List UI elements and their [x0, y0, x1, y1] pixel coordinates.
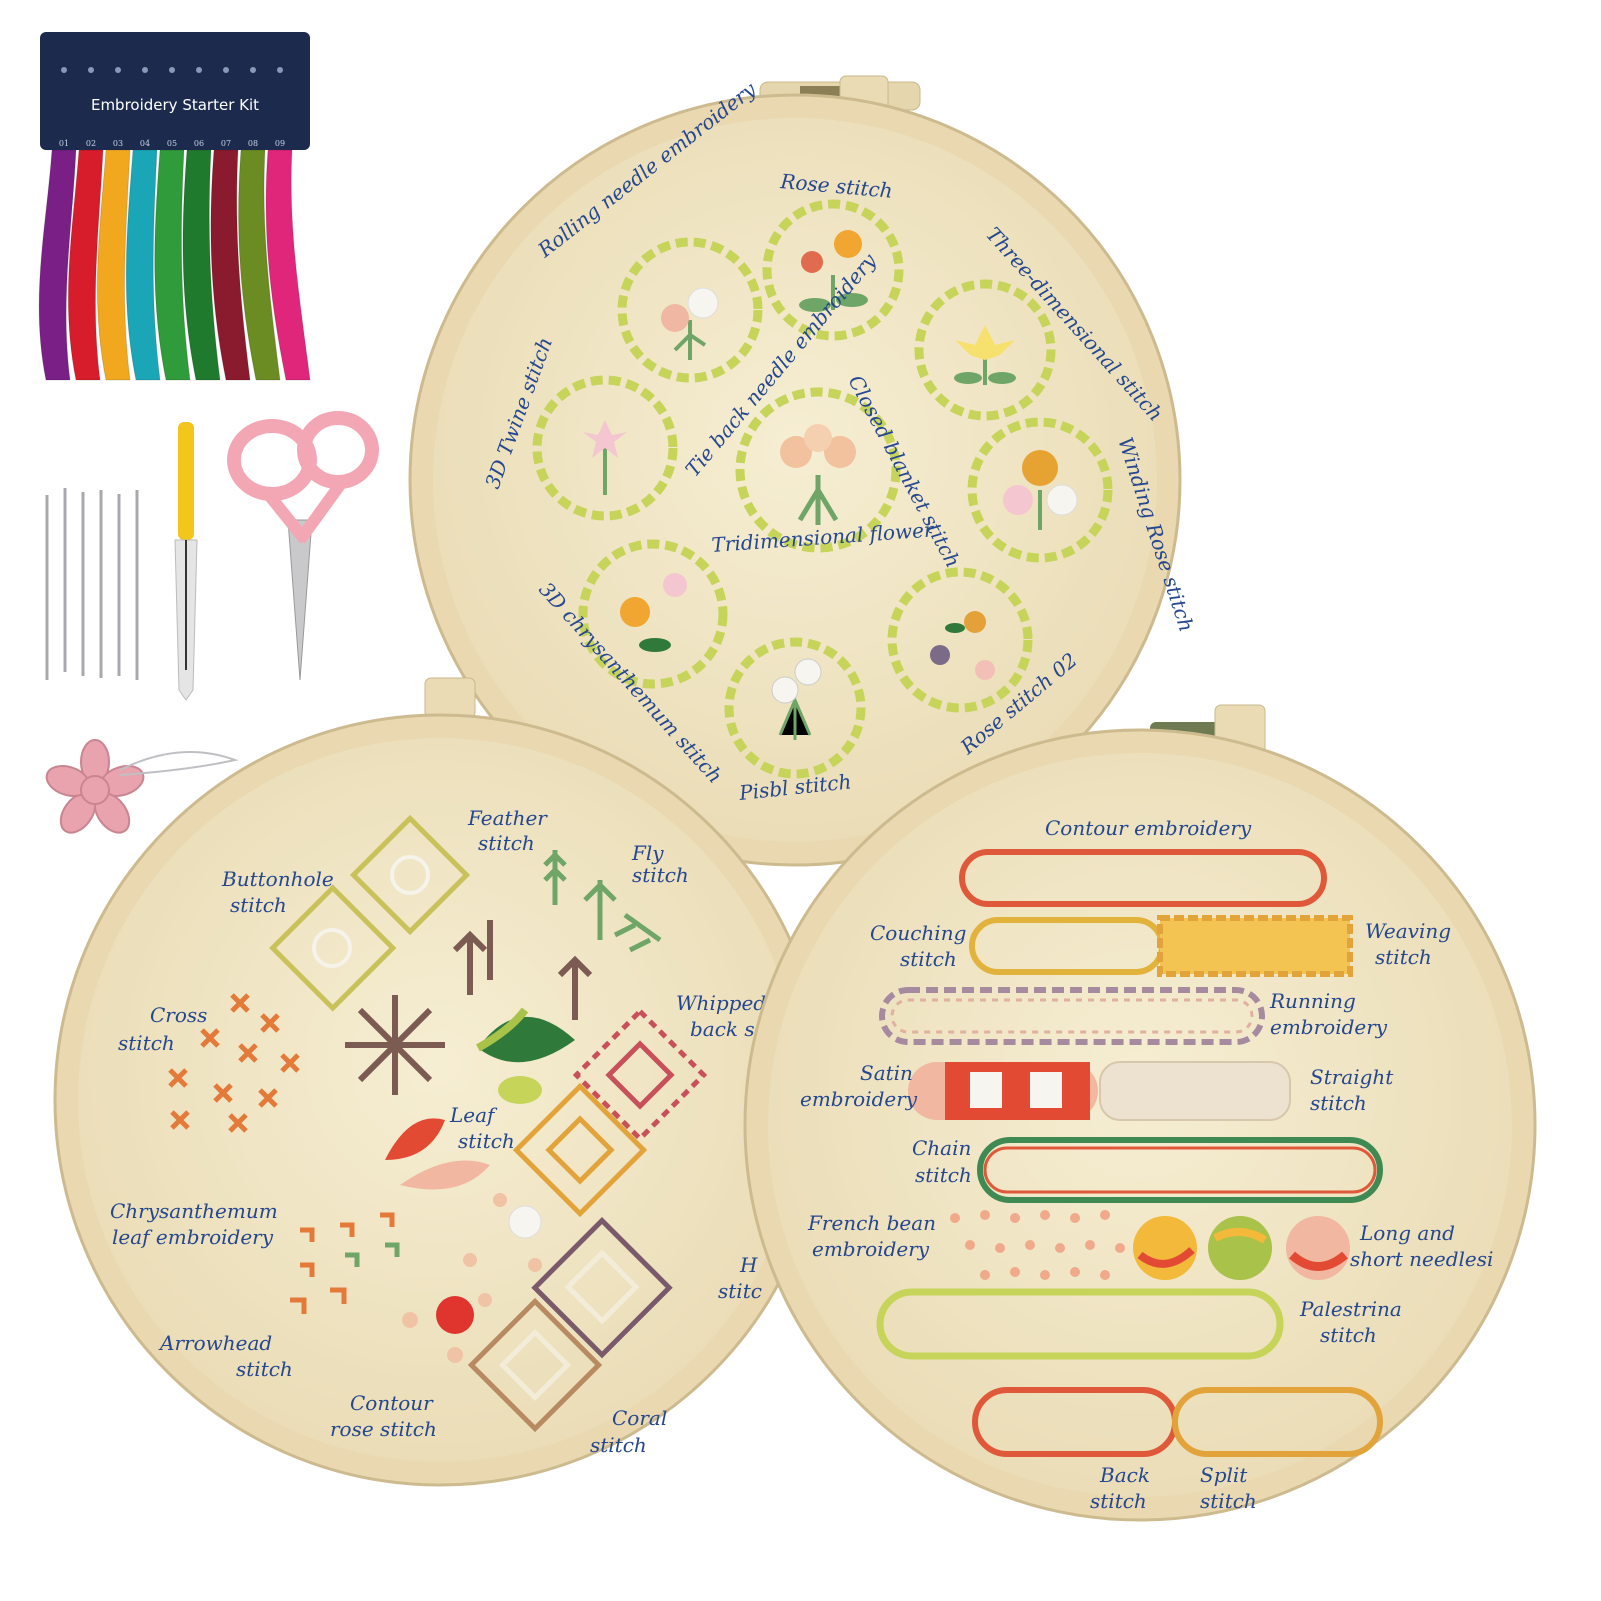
- threader-wire: [119, 751, 239, 776]
- label-straight-2: stitch: [1310, 1091, 1367, 1115]
- label-weaving-1: Weaving: [1365, 919, 1451, 943]
- thread-skein: [96, 149, 131, 381]
- label-back-1: Back: [1099, 1463, 1150, 1487]
- thread-skein: [154, 149, 191, 381]
- seam-ripper: [174, 422, 198, 701]
- skein-number: 07: [221, 139, 231, 148]
- thread-skein: [182, 149, 221, 381]
- label-arrow-1: Arrowhead: [158, 1331, 272, 1355]
- card-hole: [115, 67, 121, 73]
- label-chain-2: stitch: [915, 1163, 972, 1187]
- label-fly-2: stitch: [632, 863, 689, 887]
- skein-number: 05: [167, 139, 177, 148]
- skein-number: 03: [113, 139, 123, 148]
- label-leaf-1: Leaf: [449, 1103, 498, 1127]
- label-couching-2: stitch: [900, 947, 957, 971]
- thread-skein: [238, 149, 281, 381]
- label-arrow-2: stitch: [236, 1357, 293, 1381]
- card-hole: [196, 67, 202, 73]
- label-split-2: stitch: [1200, 1489, 1257, 1513]
- thread-skein: [210, 149, 251, 381]
- skein-number: 06: [194, 139, 204, 148]
- hoop-top-flower-rings: [532, 199, 1113, 779]
- label-contour-1: Contour: [350, 1391, 434, 1415]
- skein-number: 01: [59, 139, 69, 148]
- skein-number: 09: [275, 139, 285, 148]
- label-chrys-1: Chrysanthemum: [110, 1199, 278, 1223]
- label-chrys-2: leaf embroidery: [112, 1225, 274, 1249]
- skein-number: 04: [140, 139, 150, 148]
- hoop-right-long-short-circles: [1133, 1216, 1350, 1280]
- card-holes: [61, 67, 283, 73]
- hoop-right: Contour embroidery Couching stitch Weavi…: [743, 704, 1537, 1522]
- label-cross-1: Cross: [150, 1003, 207, 1027]
- label-feather-1: Feather: [467, 806, 548, 830]
- label-french-2: embroidery: [812, 1237, 930, 1261]
- hoop-left: Feather stitch Fly stitch Buttonhole sti…: [53, 677, 827, 1487]
- label-split-1: Split: [1200, 1463, 1248, 1487]
- card-hole: [250, 67, 256, 73]
- thread-skein: [265, 149, 311, 381]
- skein-number: 08: [248, 139, 258, 148]
- label-long-1: Long and: [1359, 1221, 1455, 1245]
- label-whipped-2: back s: [690, 1017, 755, 1041]
- label-chain-1: Chain: [912, 1136, 971, 1160]
- label-running-1: Running: [1269, 989, 1356, 1013]
- label-buttonhole-1: Buttonhole: [221, 867, 334, 891]
- label-back-2: stitch: [1090, 1489, 1147, 1513]
- card-hole: [61, 67, 67, 73]
- hoop-left-screw: [424, 677, 476, 719]
- scissors: [227, 411, 379, 681]
- hoop-right-stitch-bars: [876, 849, 1383, 1457]
- hoop-top: Rolling needle embroidery Rose stitch Th…: [408, 75, 1199, 867]
- label-couching-1: Couching: [870, 921, 966, 945]
- label-feather-2: stitch: [478, 831, 535, 855]
- label-leaf-2: stitch: [458, 1129, 515, 1153]
- label-coral-1: Coral: [612, 1406, 667, 1430]
- skein-number: 02: [86, 139, 96, 148]
- skein-numbers: 01 02 03 04 05 06 07 08 09: [59, 139, 285, 148]
- label-palestrina-2: stitch: [1320, 1323, 1377, 1347]
- label-h-2: stitc: [718, 1279, 762, 1303]
- needle-threader: [45, 739, 239, 834]
- card-hole: [142, 67, 148, 73]
- label-palestrina-1: Palestrina: [1299, 1297, 1402, 1321]
- card-hole: [88, 67, 94, 73]
- card-hole: [169, 67, 175, 73]
- label-contour: Contour embroidery: [1045, 816, 1252, 840]
- hoop-top-fabric: [433, 118, 1157, 842]
- thread-skein: [38, 149, 77, 381]
- hoop-left-fabric: [78, 738, 802, 1462]
- label-cross-2: stitch: [118, 1031, 175, 1055]
- label-h-1: H: [739, 1253, 758, 1277]
- label-contour-2: rose stitch: [330, 1417, 437, 1441]
- label-whipped-1: Whipped: [676, 991, 766, 1015]
- thread-skein: [67, 149, 104, 381]
- kit-card: [40, 32, 310, 150]
- label-buttonhole-2: stitch: [230, 893, 287, 917]
- label-satin-2: embroidery: [800, 1087, 918, 1111]
- hoop-top-flowers: [583, 230, 1078, 740]
- label-weaving-2: stitch: [1375, 945, 1432, 969]
- hoop-right-french-knots: [950, 1210, 1125, 1280]
- card-hole: [277, 67, 283, 73]
- label-straight-1: Straight: [1310, 1065, 1394, 1089]
- scissors-blades: [287, 519, 313, 681]
- thread-skeins: [38, 149, 311, 381]
- label-coral-2: stitch: [590, 1433, 647, 1457]
- hoop-left-stitches: [168, 814, 708, 1433]
- kit-card-title: Embroidery Starter Kit: [91, 96, 259, 114]
- card-hole: [223, 67, 229, 73]
- label-fly-1: Fly: [631, 841, 664, 865]
- seam-ripper-handle: [178, 422, 194, 540]
- hoop-right-fabric: [768, 753, 1512, 1497]
- label-satin-1: Satin: [860, 1061, 913, 1085]
- label-french-1: French bean: [807, 1211, 936, 1235]
- label-long-2: short needlesi: [1350, 1247, 1493, 1271]
- needles: [45, 488, 139, 680]
- label-running-2: embroidery: [1270, 1015, 1388, 1039]
- thread-skein: [125, 149, 161, 381]
